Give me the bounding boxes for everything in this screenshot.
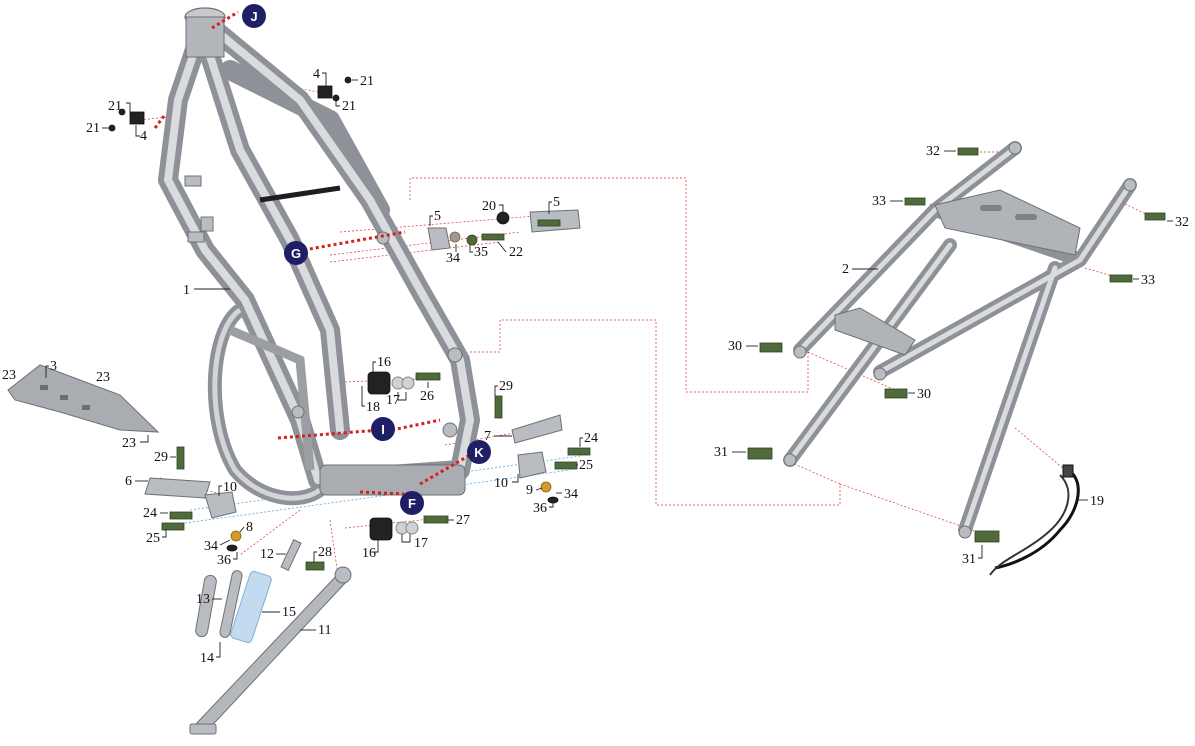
svg-text:J: J xyxy=(250,9,257,24)
callout-9: 9 xyxy=(526,483,533,498)
callout-10: 10 xyxy=(223,480,237,495)
callout-21: 21 xyxy=(108,99,122,114)
callout-17: 17 xyxy=(414,536,428,551)
main-frame xyxy=(158,7,480,506)
callout-18: 18 xyxy=(366,400,380,415)
callout-5: 5 xyxy=(434,209,441,224)
callout-31: 31 xyxy=(962,552,976,567)
callout-12: 12 xyxy=(260,547,274,562)
callout-4: 4 xyxy=(313,67,320,82)
marker-i: I xyxy=(371,417,395,441)
svg-text:G: G xyxy=(291,246,301,261)
callout-13: 13 xyxy=(196,592,210,607)
callout-35: 35 xyxy=(474,245,488,260)
callout-23: 23 xyxy=(96,370,110,385)
callout-27: 27 xyxy=(456,513,470,528)
callout-19: 19 xyxy=(1090,494,1104,509)
callout-16: 16 xyxy=(362,546,376,561)
callout-34: 34 xyxy=(564,487,578,502)
callout-4: 4 xyxy=(140,129,147,144)
callout-7: 7 xyxy=(484,429,491,444)
callout-24: 24 xyxy=(143,506,157,521)
callout-16: 16 xyxy=(377,355,391,370)
svg-text:I: I xyxy=(381,422,385,437)
callout-24: 24 xyxy=(584,431,598,446)
callout-8: 8 xyxy=(246,520,253,535)
callout-2: 2 xyxy=(842,262,849,277)
callout-36: 36 xyxy=(533,501,547,516)
callout-23: 23 xyxy=(122,436,136,451)
callouts: 21 21 4 4 21 21 1 5 5 20 34 35 22 3 23 2… xyxy=(2,67,1189,666)
callout-30: 30 xyxy=(728,339,742,354)
callout-11: 11 xyxy=(318,623,331,638)
callout-36: 36 xyxy=(217,553,231,568)
callout-29: 29 xyxy=(499,379,513,394)
callout-28: 28 xyxy=(318,545,332,560)
small-parts xyxy=(108,76,1166,735)
callout-14: 14 xyxy=(200,651,214,666)
skid-plate xyxy=(7,364,160,433)
callout-25: 25 xyxy=(579,458,593,473)
marker-f: F xyxy=(400,491,424,515)
red-alignment-lines xyxy=(153,10,471,496)
callout-30: 30 xyxy=(917,387,931,402)
callout-22: 22 xyxy=(509,245,523,260)
svg-text:K: K xyxy=(474,445,484,460)
grab-handle-bracket xyxy=(989,464,1080,576)
callout-23: 23 xyxy=(2,368,16,383)
marker-j: J xyxy=(242,4,266,28)
callout-26: 26 xyxy=(420,389,434,404)
callout-33: 33 xyxy=(872,194,886,209)
callout-33: 33 xyxy=(1141,273,1155,288)
callout-29: 29 xyxy=(154,450,168,465)
callout-5: 5 xyxy=(553,195,560,210)
callout-3: 3 xyxy=(50,359,57,374)
callout-25: 25 xyxy=(146,531,160,546)
callout-31: 31 xyxy=(714,445,728,460)
marker-k: K xyxy=(467,440,491,464)
callout-32: 32 xyxy=(926,144,940,159)
callout-15: 15 xyxy=(282,605,296,620)
callout-32: 32 xyxy=(1175,215,1189,230)
svg-text:F: F xyxy=(408,496,416,511)
callout-1: 1 xyxy=(183,283,190,298)
callout-17: 17 xyxy=(386,393,400,408)
callout-20: 20 xyxy=(482,199,496,214)
callout-21: 21 xyxy=(86,121,100,136)
callout-21: 21 xyxy=(342,99,356,114)
rear-subframe xyxy=(783,141,1137,539)
callout-34: 34 xyxy=(446,251,460,266)
callout-21: 21 xyxy=(360,74,374,89)
callout-34: 34 xyxy=(204,539,218,554)
callout-6: 6 xyxy=(125,474,132,489)
marker-g: G xyxy=(284,241,308,265)
callout-10: 10 xyxy=(494,476,508,491)
